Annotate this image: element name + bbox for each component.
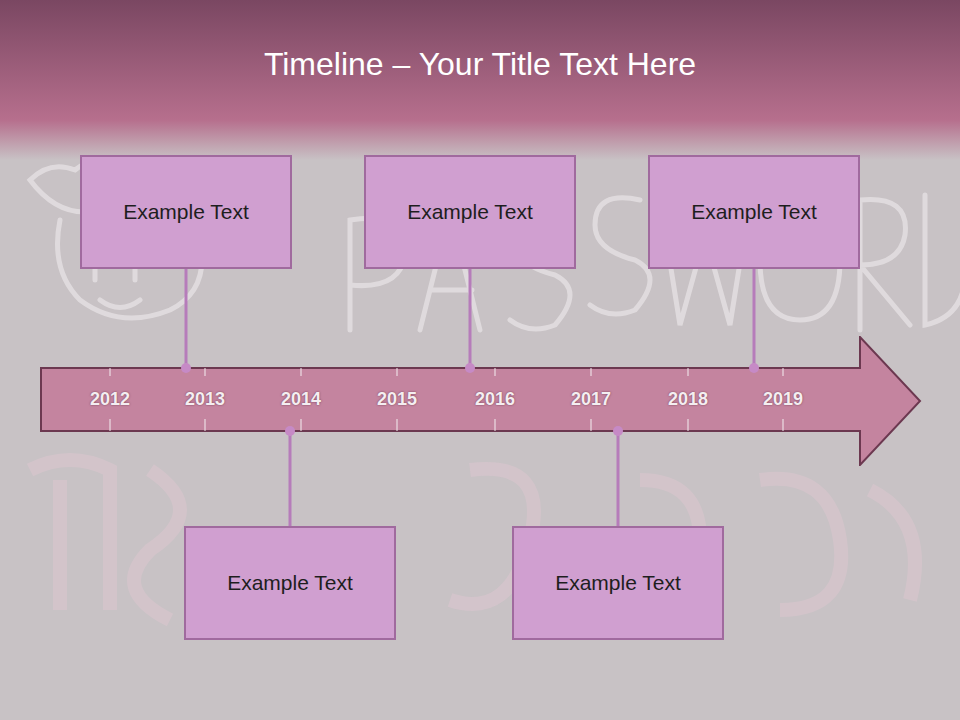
- year-label: 2016: [475, 389, 515, 410]
- timeline-connector: [465, 269, 475, 373]
- tick-mark: [397, 368, 398, 376]
- timeline-connector: [613, 426, 623, 526]
- header-band: [0, 0, 960, 160]
- event-text: Example Text: [123, 200, 249, 224]
- year-label: 2012: [90, 389, 130, 410]
- tick-mark: [495, 368, 496, 376]
- timeline-connector: [749, 269, 759, 373]
- event-text: Example Text: [227, 571, 353, 595]
- connector-dot: [749, 363, 759, 373]
- tick-mark: [783, 419, 784, 431]
- chalk-scribble: [30, 460, 915, 620]
- connector-dot: [465, 363, 475, 373]
- timeline-arrow: 2012 2013 2014 2015 2016 2017 2018 2019: [40, 336, 922, 466]
- tick-mark: [301, 368, 302, 376]
- event-text: Example Text: [407, 200, 533, 224]
- event-box: Example Text: [648, 155, 860, 269]
- connector-line: [289, 431, 292, 526]
- connector-line: [185, 269, 188, 368]
- tick-mark: [688, 368, 689, 376]
- tick-mark: [205, 419, 206, 431]
- event-text: Example Text: [555, 571, 681, 595]
- tick-mark: [783, 368, 784, 376]
- year-label: 2019: [763, 389, 803, 410]
- timeline-connector: [285, 426, 295, 526]
- connector-line: [469, 269, 472, 368]
- event-box: Example Text: [364, 155, 576, 269]
- tick-mark: [495, 419, 496, 431]
- year-label: 2013: [185, 389, 225, 410]
- slide-title: Timeline – Your Title Text Here: [0, 46, 960, 83]
- connector-dot: [613, 426, 623, 436]
- timeline-connector: [181, 269, 191, 373]
- year-label: 2018: [668, 389, 708, 410]
- event-box: Example Text: [512, 526, 724, 640]
- year-label: 2017: [571, 389, 611, 410]
- event-box: Example Text: [184, 526, 396, 640]
- year-label: 2014: [281, 389, 321, 410]
- event-text: Example Text: [691, 200, 817, 224]
- tick-mark: [397, 419, 398, 431]
- tick-mark: [110, 419, 111, 431]
- connector-dot: [285, 426, 295, 436]
- tick-mark: [205, 368, 206, 376]
- tick-mark: [301, 419, 302, 431]
- tick-mark: [591, 368, 592, 376]
- connector-dot: [181, 363, 191, 373]
- event-box: Example Text: [80, 155, 292, 269]
- connector-line: [753, 269, 756, 368]
- tick-mark: [591, 419, 592, 431]
- tick-mark: [688, 419, 689, 431]
- year-label: 2015: [377, 389, 417, 410]
- arrow-body: [41, 337, 920, 465]
- connector-line: [617, 431, 620, 526]
- tick-mark: [110, 368, 111, 376]
